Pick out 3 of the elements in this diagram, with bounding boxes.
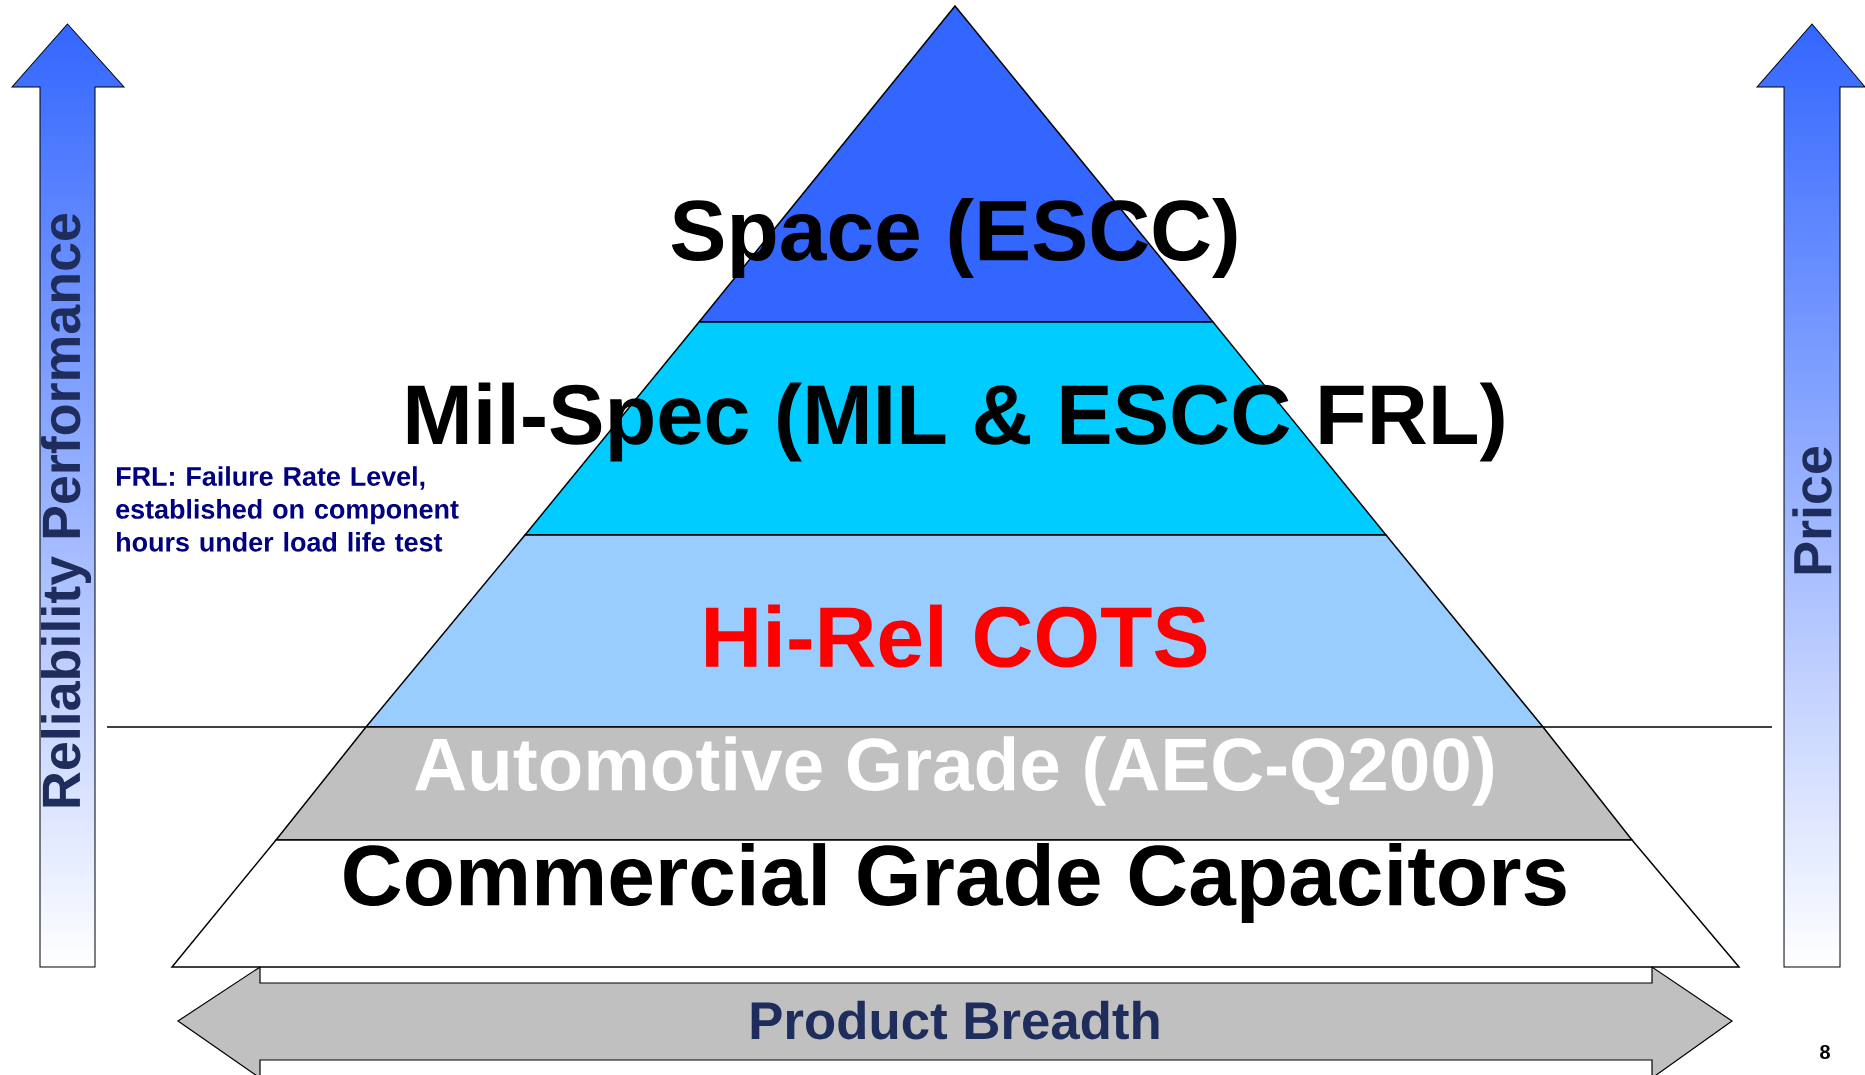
axis-label: Reliability Performance [40,213,92,807]
axis-label: Price [1792,447,1832,574]
page-number: 8 [1820,1044,1830,1060]
